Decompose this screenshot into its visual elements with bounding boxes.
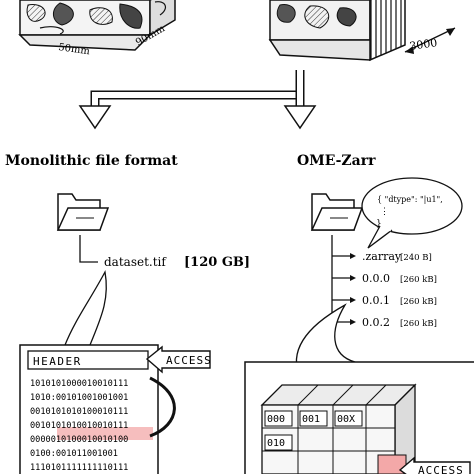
cube-label-box: [264, 410, 293, 427]
access-label-left: ACCESS: [166, 354, 212, 367]
dim-arrow-right: [404, 27, 456, 53]
bit-row: 1010101000010010111: [30, 379, 128, 389]
bit-rows: 1010101000010010111 1010:00101001001001 00…: [30, 379, 128, 473]
cube-label-box: [334, 410, 363, 427]
chunk-size: [260 kB]: [400, 275, 437, 285]
chunk-size: [260 kB]: [400, 297, 437, 307]
highlight-row: [57, 427, 153, 440]
bit-row: 0010101010100010111: [30, 407, 128, 417]
access-label-right: ACCESS: [418, 464, 464, 474]
chunk-size: [240 B]: [400, 253, 432, 263]
access-arrow-right: [398, 456, 471, 474]
cube-labels: 000 001 00X 010: [264, 410, 363, 451]
bubble-dots: ⋮: [380, 207, 389, 217]
monolithic-title: Monolithic file format: [5, 153, 178, 169]
metadata-bubble: [361, 177, 463, 249]
bubble-text: { "dtype": "|u1",: [377, 195, 443, 204]
dim-label-right: 3000: [409, 36, 439, 53]
tree-line-left: [79, 235, 98, 263]
file-size: [120 GB]: [184, 255, 250, 270]
flow-arrow-to-omezarr: [283, 68, 317, 130]
tissue-block-right-sliced: [268, 0, 406, 62]
flow-arrow-to-monolithic: [78, 70, 305, 130]
chunk-size: [260 kB]: [400, 319, 437, 329]
dim-label-left-a: 50mm: [58, 42, 91, 57]
chunk-branch-arrowhead: [350, 253, 356, 259]
header-label: HEADER: [33, 355, 82, 368]
chunk-name: 0.0.2: [362, 316, 390, 329]
bit-row: 0000010100010010100: [30, 435, 128, 445]
bit-row: 1010:00101001001001: [30, 393, 128, 403]
chunked-cube: [260, 383, 417, 474]
cube-label-box: [264, 434, 293, 451]
chunk-branch-arrowhead: [350, 275, 356, 281]
bit-row: 0100:001011001001: [30, 449, 118, 459]
cube-label: 000: [267, 414, 285, 425]
chunk-name: .zarray: [362, 250, 402, 263]
seek-arc: [149, 376, 176, 438]
omezarr-title: OME-Zarr: [297, 153, 376, 169]
folder-icon: [56, 193, 110, 231]
access-arrow-left: [145, 345, 211, 374]
cube-label: 00X: [337, 414, 355, 425]
bit-row: 1110101111111110111: [30, 463, 128, 473]
chunk-branch-arrowhead: [350, 297, 356, 303]
cube-label-box: [299, 410, 328, 427]
monolithic-document: [19, 344, 159, 474]
bubble-close: }: [376, 219, 382, 229]
chunk-branch-arrowhead: [350, 319, 356, 325]
file-pointer: [64, 270, 107, 346]
chunk-name: 0.0.1: [362, 294, 390, 307]
folder-icon-zarr: [310, 193, 364, 231]
chunk-name: 0.0.0: [362, 272, 390, 285]
cube-label: 010: [267, 438, 285, 449]
tissue-block-left: [18, 0, 176, 51]
file-name: dataset.tif: [104, 255, 167, 269]
chunk-tree: .zarray[240 B] 0.0.0 [260 kB] 0.0.1 [260 kB]…: [331, 235, 437, 329]
cube-label: 001: [302, 414, 320, 425]
bit-row: 0010101010010010111: [30, 421, 128, 431]
